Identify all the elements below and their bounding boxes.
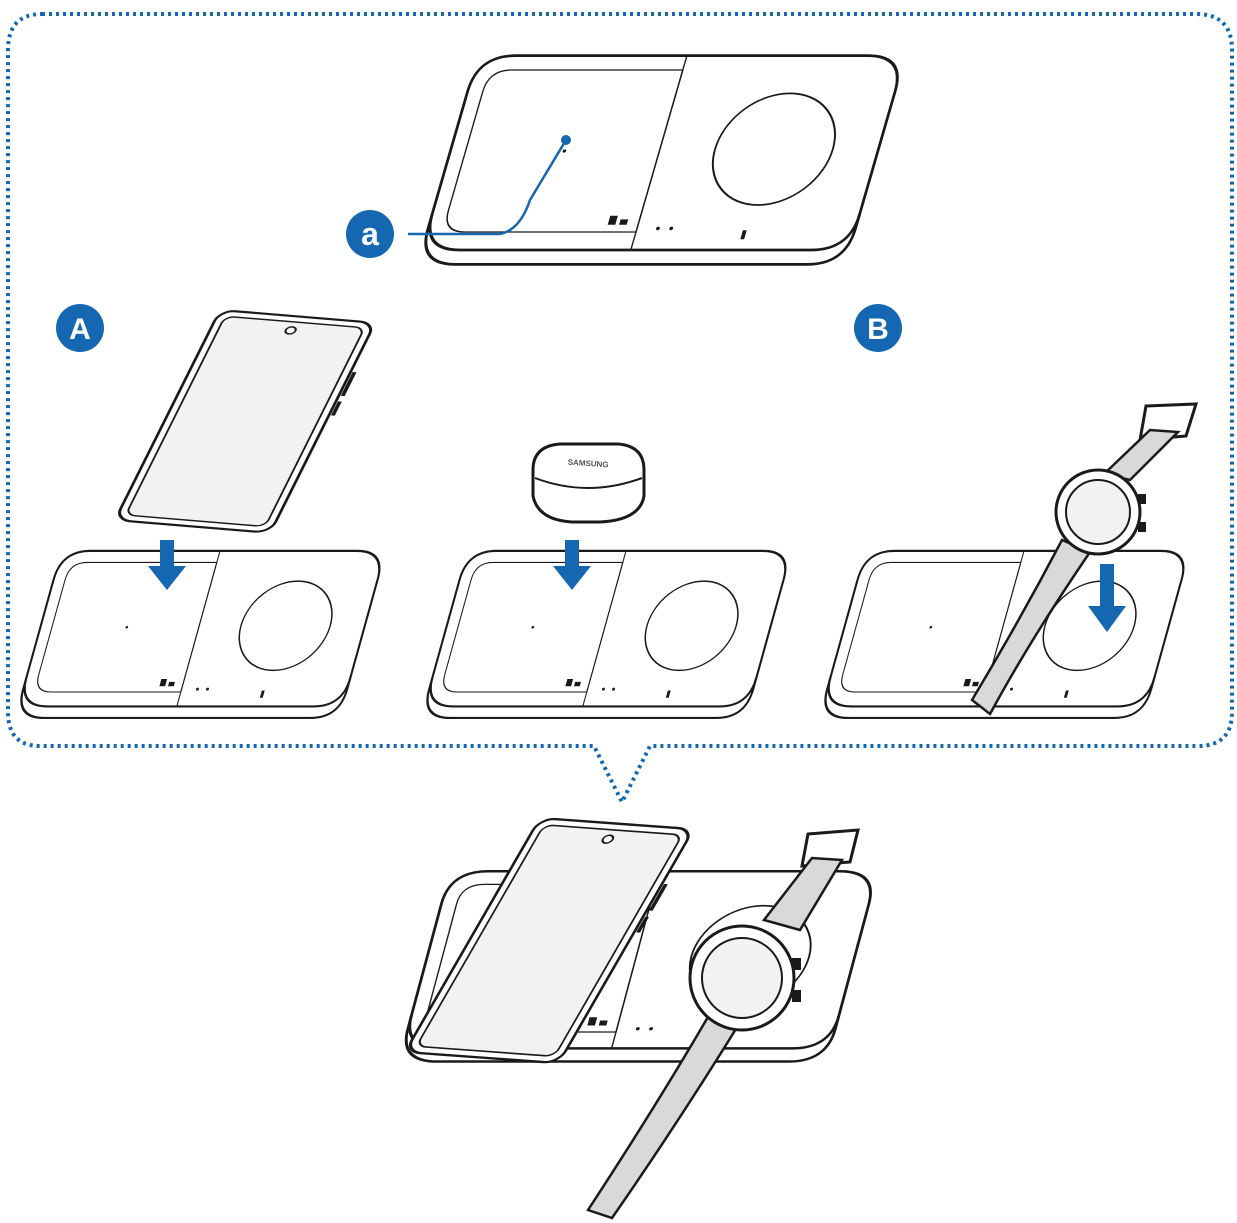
watch-assembled	[586, 828, 860, 1220]
earbuds-brand-label: SAMSUNG	[567, 458, 608, 470]
dashed-frame	[6, 12, 1234, 807]
arrow-down-icon	[148, 540, 186, 590]
arrow-down-icon	[553, 540, 591, 590]
phone-step-a	[113, 308, 383, 535]
callout-a-dot	[561, 135, 571, 145]
callout-a-label: a	[361, 216, 379, 252]
charger-step-c	[818, 549, 1191, 720]
earbuds-case: SAMSUNG	[531, 442, 646, 524]
watch-step-b	[970, 402, 1199, 716]
callout-a-leader-curve	[499, 139, 568, 236]
callout-A-label: A	[69, 313, 91, 346]
callout-B-marker	[854, 304, 902, 352]
callout-B-label: B	[867, 313, 889, 346]
arrow-down-icon	[1088, 564, 1126, 632]
callout-a-marker	[346, 210, 394, 258]
callout-A-marker	[56, 304, 104, 352]
charger-step-a	[14, 549, 387, 720]
charger-step-b	[420, 549, 793, 720]
